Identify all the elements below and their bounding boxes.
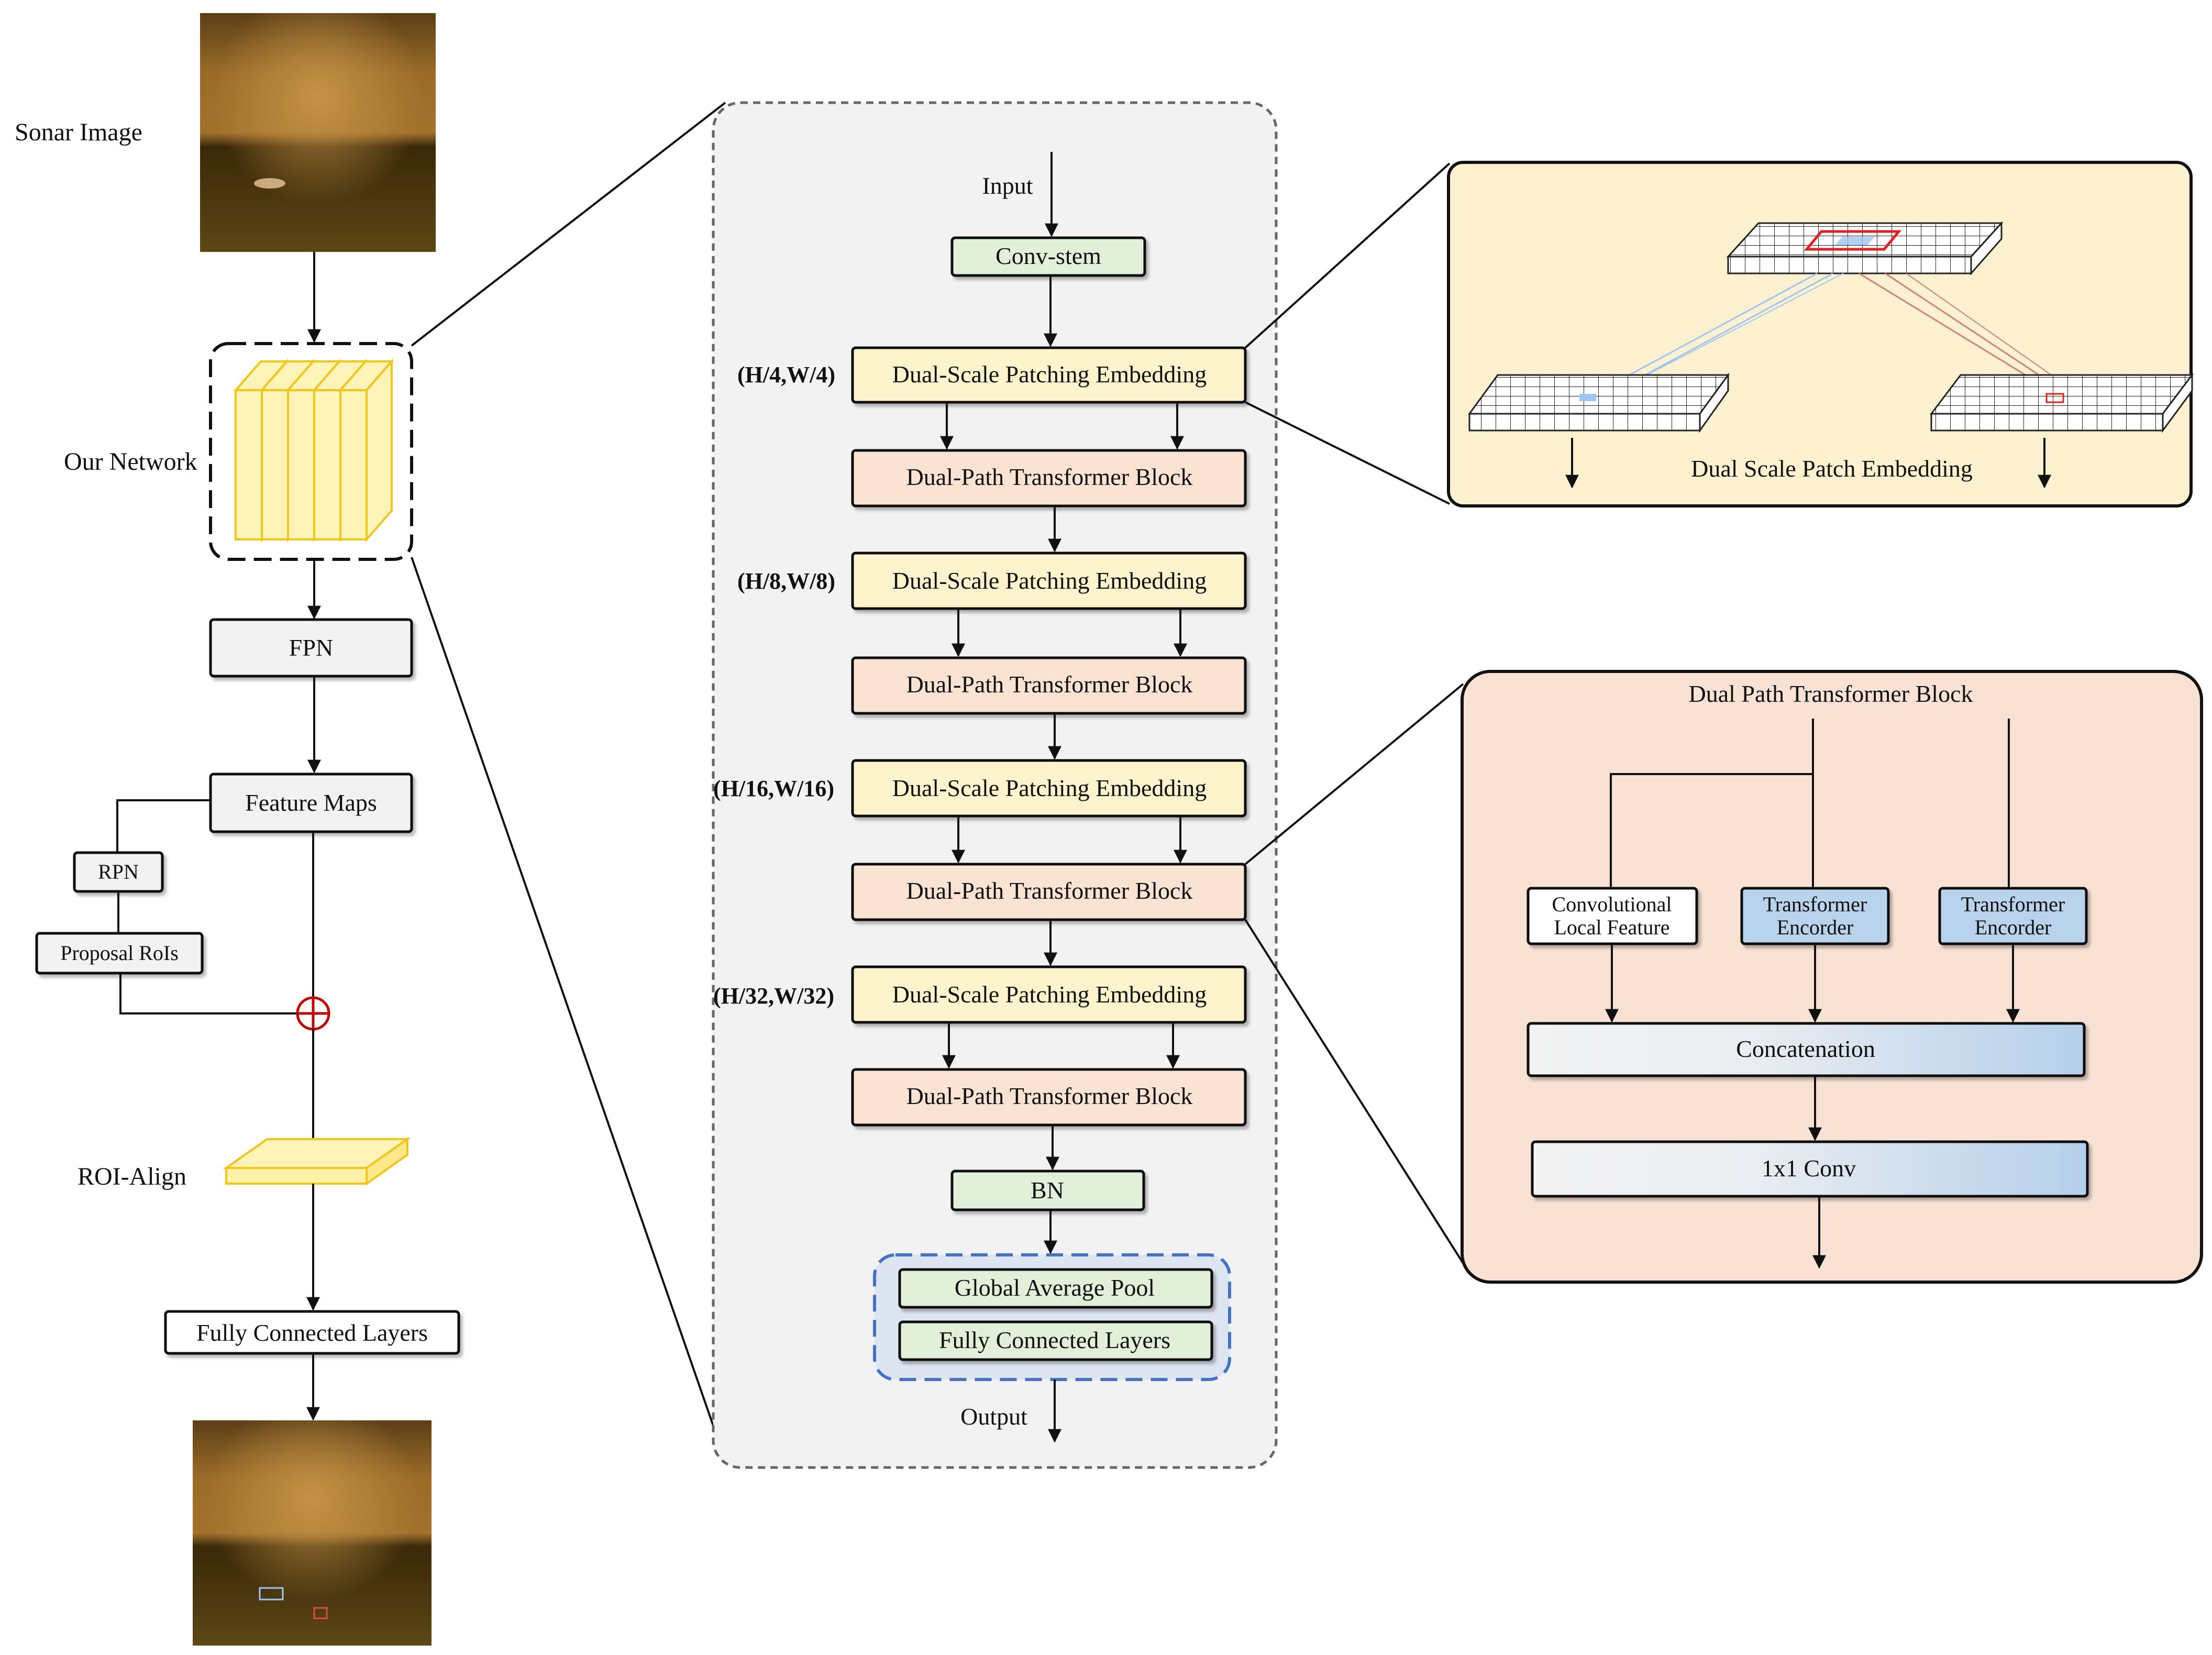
stage3-embedding-label: Dual-Scale Patching Embedding (892, 775, 1207, 801)
conv-local-line1: Convolutional (1552, 892, 1672, 916)
stage2-block-box: Dual-Path Transformer Block (851, 656, 1247, 715)
conv1x1-box: 1x1 Conv (1531, 1140, 2089, 1198)
patch-embedding-caption: Dual Scale Patch Embedding (1691, 455, 1973, 482)
left-grid-blue-cell (1579, 394, 1596, 401)
conv-local-feature-box: Convolutional Local Feature (1527, 887, 1698, 945)
left-fully-connected-label: Fully Connected Layers (196, 1319, 428, 1346)
top-patch-grid (1726, 221, 2004, 275)
conv1x1-label: 1x1 Conv (1762, 1155, 1856, 1182)
transformer-block-panel (1461, 670, 2203, 1284)
stage2-block-label: Dual-Path Transformer Block (906, 671, 1193, 698)
proposal-rois-box: Proposal RoIs (35, 932, 204, 975)
stage3-scale: (H/16,W/16) (713, 776, 834, 801)
input-label: Input (982, 172, 1033, 199)
stage4-block-box: Dual-Path Transformer Block (851, 1068, 1247, 1127)
zoom-line-block-bottom (1244, 919, 1464, 1264)
roi-align-label: ROI-Align (78, 1163, 186, 1190)
middle-fully-connected-label: Fully Connected Layers (939, 1327, 1170, 1353)
sonar-image-label: Sonar Image (15, 118, 142, 146)
stage1-block-box: Dual-Path Transformer Block (851, 449, 1247, 507)
conv-local-line2: Local Feature (1554, 915, 1670, 939)
add-symbol-icon (296, 996, 330, 1031)
sonar-output-image (193, 1420, 432, 1646)
detection-box-1 (259, 1587, 284, 1601)
patch-embedding-panel (1447, 161, 2193, 507)
stage4-block-label: Dual-Path Transformer Block (906, 1083, 1193, 1109)
proposal-rois-label: Proposal RoIs (60, 941, 179, 965)
branch-to-conv (1604, 773, 1813, 902)
encoder2-line1: Transformer (1961, 892, 2065, 916)
stage4-scale: (H/32,W/32) (713, 983, 834, 1009)
output-label: Output (960, 1403, 1027, 1430)
sonar-input-image (200, 13, 436, 252)
fpn-label: FPN (289, 634, 333, 661)
conv-stem-label: Conv-stem (996, 242, 1101, 269)
stage1-embedding-label: Dual-Scale Patching Embedding (892, 361, 1207, 388)
top-grid-red-region (1804, 230, 1902, 251)
stage1-scale: (H/4,W/4) (737, 362, 835, 388)
stage4-embedding-label: Dual-Scale Patching Embedding (892, 981, 1207, 1008)
connector-feature-maps-to-rpn (116, 799, 211, 853)
feature-maps-box: Feature Maps (209, 773, 413, 833)
right-grid-red-cell (2045, 393, 2064, 403)
bn-box: BN (950, 1169, 1145, 1211)
stage4-embedding-box: Dual-Scale Patching Embedding (851, 965, 1247, 1024)
network-layers-icon (233, 358, 394, 543)
rpn-label: RPN (98, 860, 139, 884)
zoom-line-embed-top (1244, 162, 1451, 349)
global-avg-pool-box: Global Average Pool (898, 1268, 1213, 1309)
detection-box-2 (313, 1607, 328, 1619)
rpn-box: RPN (73, 851, 164, 893)
stage1-embedding-box: Dual-Scale Patching Embedding (851, 346, 1247, 404)
left-fully-connected-box: Fully Connected Layers (164, 1310, 460, 1355)
middle-fully-connected-box: Fully Connected Layers (898, 1320, 1213, 1361)
global-avg-pool-label: Global Average Pool (955, 1274, 1155, 1301)
fpn-box: FPN (209, 618, 413, 678)
stage2-embedding-box: Dual-Scale Patching Embedding (851, 551, 1247, 610)
stage3-block-label: Dual-Path Transformer Block (906, 877, 1193, 904)
encoder1-line2: Encorder (1777, 915, 1854, 939)
stage2-embedding-label: Dual-Scale Patching Embedding (892, 567, 1207, 594)
transformer-encoder-2-box: Transformer Encorder (1938, 887, 2088, 945)
concatenation-label: Concatenation (1736, 1035, 1875, 1062)
left-patch-grid (1468, 372, 1730, 433)
connector-rois-to-add (119, 973, 297, 1014)
conv-stem-box: Conv-stem (950, 236, 1146, 277)
stage2-scale: (H/8,W/8) (737, 568, 835, 594)
bn-label: BN (1031, 1177, 1064, 1204)
stage3-block-box: Dual-Path Transformer Block (851, 863, 1247, 921)
top-grid-blue-region (1835, 237, 1875, 245)
encoder2-line2: Encorder (1975, 915, 2052, 939)
stage3-embedding-box: Dual-Scale Patching Embedding (851, 759, 1247, 818)
feature-maps-label: Feature Maps (245, 789, 377, 816)
concatenation-box: Concatenation (1527, 1022, 2086, 1077)
transformer-block-title: Dual Path Transformer Block (1688, 680, 1973, 707)
our-network-label: Our Network (64, 448, 197, 476)
encoder1-line1: Transformer (1763, 892, 1867, 916)
stage1-block-label: Dual-Path Transformer Block (906, 464, 1193, 490)
zoom-line-bottom (411, 557, 715, 1429)
zoom-line-top (411, 102, 726, 347)
zoom-line-embed-bottom (1245, 401, 1450, 505)
right-patch-grid (1929, 372, 2194, 433)
roi-align-plate-icon (223, 1137, 411, 1186)
transformer-encoder-1-box: Transformer Encorder (1740, 887, 1890, 945)
zoom-line-block-top (1244, 683, 1464, 865)
